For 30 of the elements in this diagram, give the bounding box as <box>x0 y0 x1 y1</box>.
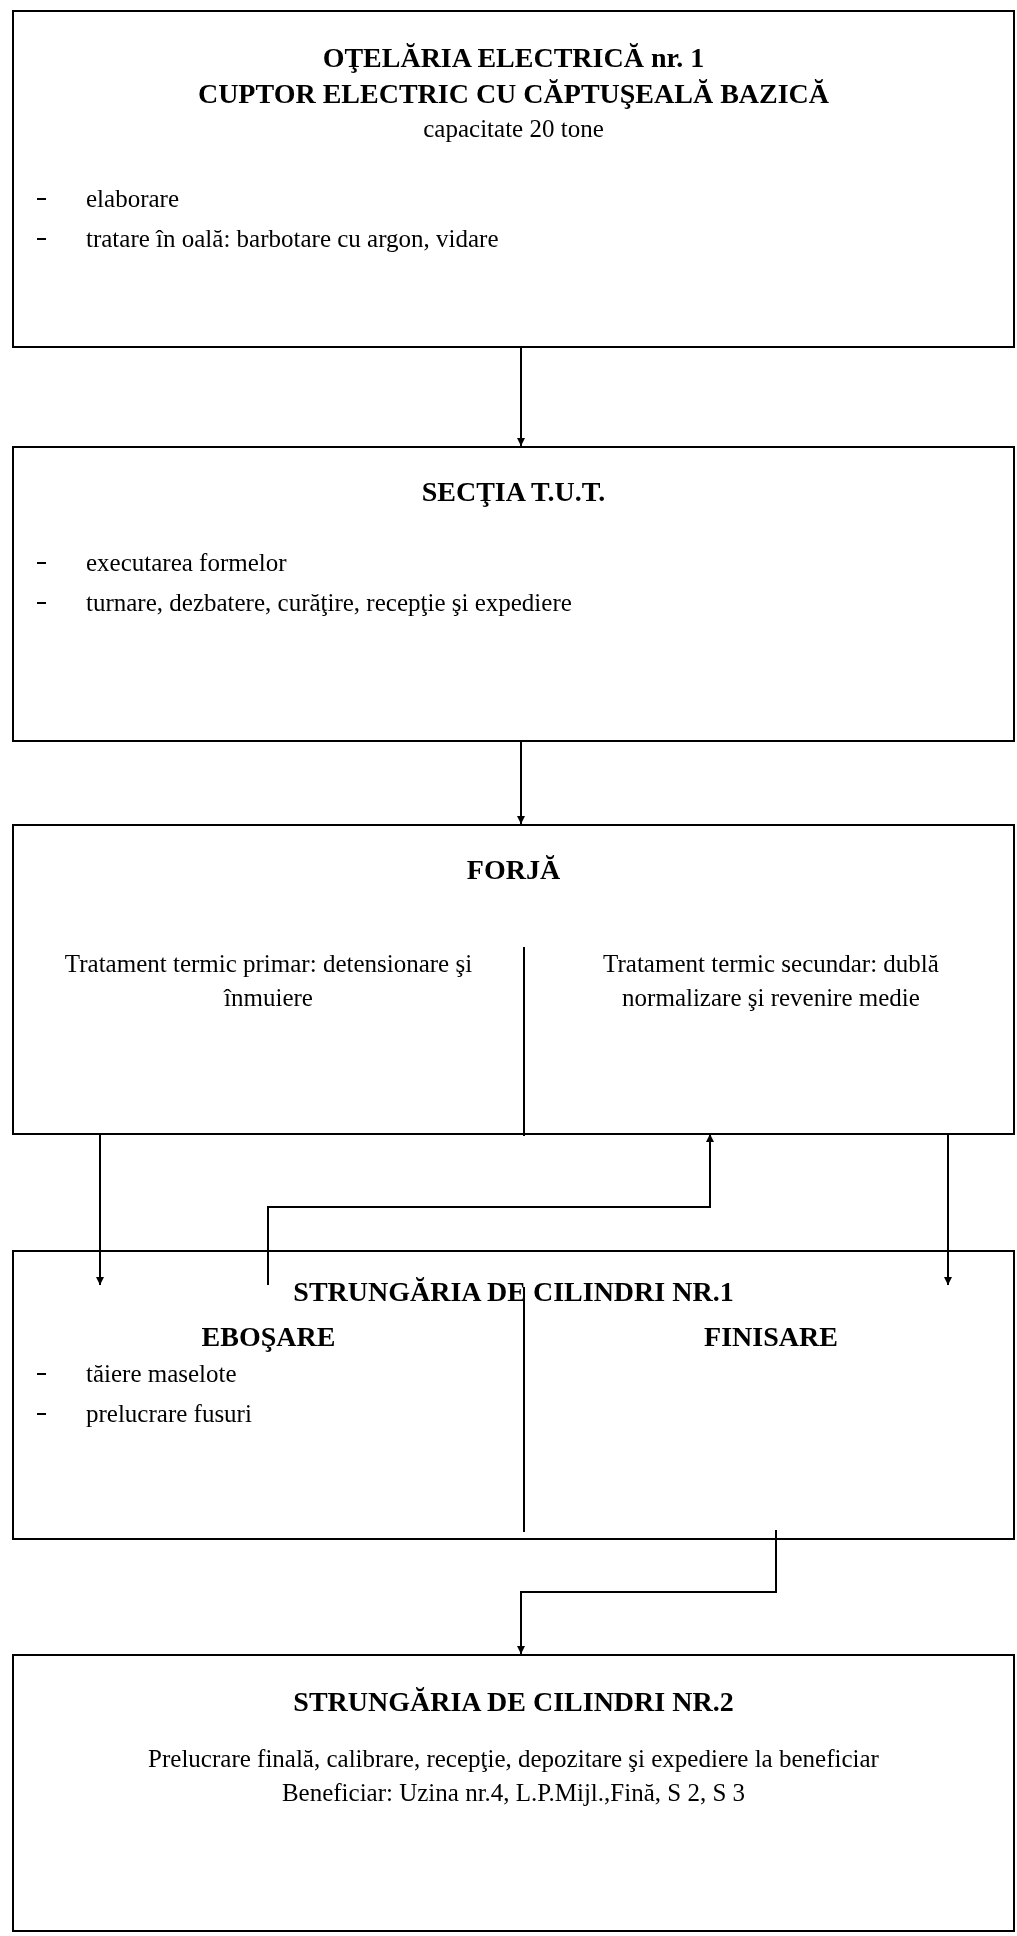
list-item: prelucrare fusuri <box>86 1399 252 1429</box>
arrow <box>517 741 525 825</box>
process-box <box>12 1250 1015 1540</box>
heading: EBOŞARE <box>200 1320 337 1354</box>
list-item: tăiere maselote <box>86 1359 237 1389</box>
list-item: executarea formelor <box>86 548 287 578</box>
arrow <box>267 1133 714 1286</box>
process-box <box>12 1654 1015 1932</box>
description: Prelucrare finală, calibrare, recepţie, depozitare şi expediere la beneficiar <box>147 1744 880 1774</box>
arrow <box>944 1133 952 1286</box>
heading: STRUNGĂRIA DE CILINDRI NR.1 <box>292 1275 735 1309</box>
heading: SECŢIA T.U.T. <box>420 475 607 509</box>
description: capacitate 20 tone <box>422 114 605 144</box>
arrow <box>96 1133 104 1286</box>
process-box <box>12 10 1015 348</box>
description: Beneficiar: Uzina nr.4, L.P.Mijl.,Fină, S 2, S 3 <box>280 1778 747 1808</box>
heading: STRUNGĂRIA DE CILINDRI NR.2 <box>292 1685 735 1719</box>
list-item: turnare, dezbatere, curăţire, recepţie şi expediere <box>86 588 572 618</box>
arrow <box>517 347 525 447</box>
process-box <box>12 446 1015 742</box>
list-item: elaborare <box>86 184 179 214</box>
heading: CUPTOR ELECTRIC CU CĂPTUŞEALĂ BAZICĂ <box>196 77 831 111</box>
description: Tratament termic primar: detensionare şi înmuiere <box>63 949 474 1013</box>
list-item: tratare în oală: barbotare cu argon, vidare <box>86 224 499 254</box>
heading: FINISARE <box>703 1320 839 1354</box>
description: Tratament termic secundar: dublă normalizare şi revenire medie <box>602 949 940 1013</box>
heading: FORJĂ <box>465 853 562 887</box>
process-box <box>12 824 1015 1135</box>
arrow <box>517 1529 777 1655</box>
heading: OŢELĂRIA ELECTRICĂ nr. 1 <box>321 41 706 75</box>
